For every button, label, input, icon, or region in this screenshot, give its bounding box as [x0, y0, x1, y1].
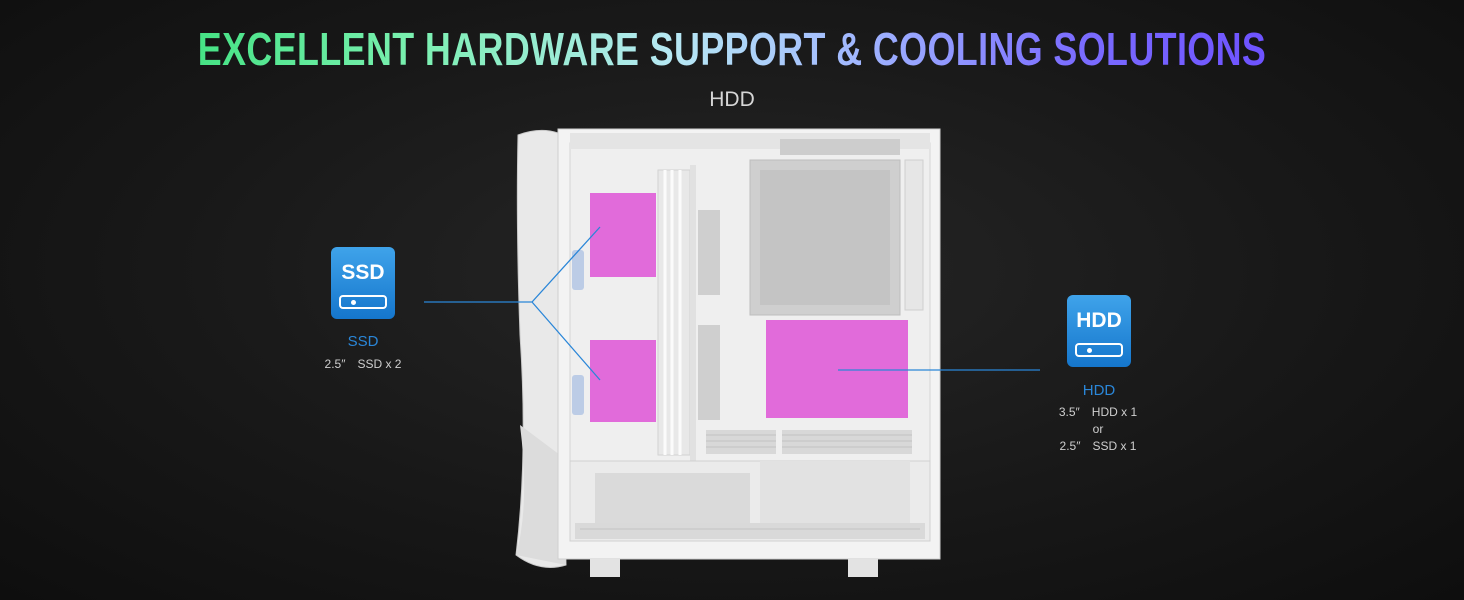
hdd-slot [766, 320, 908, 418]
headline: EXCELLENT HARDWARE SUPPORT & COOLING SOL… [161, 22, 1303, 76]
ssd-title: SSD [347, 333, 379, 350]
hdd-icon: HDD [1067, 295, 1131, 367]
drive-tray-icon [339, 295, 387, 309]
ssd-icon: SSD [331, 247, 395, 319]
drive-tray-icon [1075, 343, 1123, 357]
ssd-slot-upper [590, 193, 656, 277]
hdd-icon-label: HDD [1076, 309, 1122, 332]
ssd-icon-label: SSD [341, 261, 385, 284]
hdd-spec-line1: 3.5″ HDD x 1 [1058, 405, 1138, 419]
hdd-spec-line2: 2.5″ SSD x 1 [1059, 439, 1137, 453]
hdd-title: HDD [1082, 382, 1116, 399]
ssd-slot-lower [590, 340, 656, 422]
pc-case-illustration [515, 128, 941, 577]
ssd-callout-line [424, 226, 601, 381]
subheading: HDD [709, 88, 755, 111]
hdd-spec-or: or [1092, 422, 1104, 436]
ssd-spec: 2.5″ SSD x 2 [324, 357, 402, 371]
